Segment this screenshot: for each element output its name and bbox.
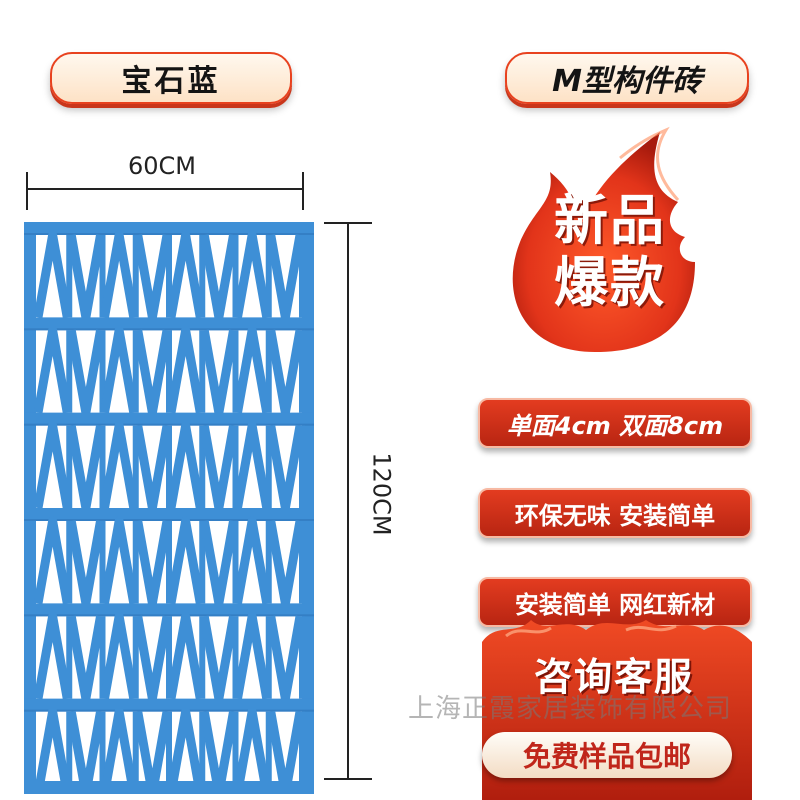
width-tick-right	[302, 172, 304, 210]
lattice-triangle-strut	[66, 710, 105, 794]
lattice-triangle-strut	[199, 234, 238, 322]
lattice-triangle-strut	[166, 230, 205, 319]
feature-tag-text: 单面4cm 双面8cm	[506, 411, 724, 440]
lattice-triangle-strut	[266, 234, 305, 322]
free-sample-text: 免费样品包邮	[522, 740, 691, 773]
lattice-triangle-strut	[233, 611, 272, 700]
color-label-pill: 宝石蓝	[50, 52, 292, 104]
lattice-triangle-strut	[100, 611, 139, 700]
lattice-horizontal-bar	[24, 222, 314, 235]
lattice-triangle-strut	[66, 615, 105, 704]
width-dimension-line	[26, 188, 304, 190]
height-dimension-line	[347, 222, 349, 780]
lattice-horizontal-bar	[24, 317, 314, 331]
lattice-triangle-strut	[100, 516, 139, 605]
lattice-triangle-strut	[166, 516, 205, 605]
lattice-bar-shadow	[24, 709, 314, 712]
color-label-text: 宝石蓝	[121, 64, 221, 99]
lattice-triangle-strut	[233, 325, 272, 414]
lattice-triangle-strut	[133, 520, 172, 608]
flame-badge-icon	[512, 126, 695, 352]
lattice-bar-shadow	[24, 423, 314, 426]
lattice-bar-shadow	[24, 614, 314, 617]
lattice-triangle-strut	[166, 707, 205, 794]
product-type-text: M型构件砖	[552, 64, 702, 99]
lattice-bar-shadow	[24, 233, 314, 235]
lattice-triangle-strut	[266, 710, 305, 794]
lattice-triangle-strut	[133, 424, 172, 513]
lattice-triangle-strut	[166, 325, 205, 414]
lattice-triangle-strut	[199, 710, 238, 794]
lattice-triangle-strut	[166, 421, 205, 509]
lattice-triangle-strut	[100, 230, 139, 319]
lattice-triangle-strut	[233, 421, 272, 509]
height-tick-top	[324, 222, 372, 224]
lattice-triangle-strut	[166, 611, 205, 700]
lattice-triangle-strut	[133, 234, 172, 322]
lattice-triangle-strut	[199, 424, 238, 513]
lattice-horizontal-bar	[24, 603, 314, 617]
free-sample-button[interactable]: 免费样品包邮	[482, 732, 732, 778]
lattice-triangle-strut	[266, 329, 305, 418]
lattice-triangle-strut	[33, 516, 72, 605]
height-label: 120CM	[367, 452, 396, 536]
feature-tag-text: 环保无味 安装简单	[514, 501, 716, 530]
lattice-bar-shadow	[24, 328, 314, 331]
lattice-triangle-strut	[33, 421, 72, 509]
lattice-triangle-strut	[233, 230, 272, 319]
company-watermark: 上海正霞家居装饰有限公司	[408, 694, 733, 724]
lattice-horizontal-bar	[24, 698, 314, 712]
lattice-triangle-strut	[266, 615, 305, 704]
lattice-triangle-strut	[233, 516, 272, 605]
lattice-triangle-strut	[133, 710, 172, 794]
lattice-triangle-strut	[33, 325, 72, 414]
lattice-triangle-strut	[33, 707, 72, 794]
lattice-bar-shadow	[24, 519, 314, 521]
lattice-triangle-strut	[233, 707, 272, 794]
lattice-triangle-strut	[100, 421, 139, 509]
lattice-triangle-strut	[33, 230, 72, 319]
lattice-triangle-strut	[66, 520, 105, 608]
lattice-horizontal-bar	[24, 508, 314, 521]
lattice-triangle-strut	[100, 325, 139, 414]
lattice-triangle-strut	[66, 234, 105, 322]
feature-tag-eco: 环保无味 安装简单	[478, 488, 752, 538]
lattice-triangle-strut	[266, 520, 305, 608]
width-label: 60CM	[128, 152, 197, 180]
new-hot-badge-text: 新品爆款	[554, 189, 666, 314]
feature-tag-thickness: 单面4cm 双面8cm	[478, 398, 752, 448]
lattice-triangle-strut	[199, 520, 238, 608]
lattice-horizontal-bar	[24, 781, 314, 794]
lattice-triangle-strut	[66, 329, 105, 418]
lattice-triangle-strut	[199, 329, 238, 418]
lattice-triangle-strut	[33, 611, 72, 700]
lattice-triangle-strut	[133, 615, 172, 704]
width-tick-left	[26, 172, 28, 210]
lattice-triangle-strut	[133, 329, 172, 418]
consult-service-text[interactable]: 咨询客服	[533, 655, 694, 699]
blue-lattice-tile-panel	[24, 222, 314, 794]
lattice-triangle-strut	[266, 424, 305, 513]
height-tick-bottom	[324, 778, 372, 780]
lattice-triangle-strut	[100, 707, 139, 794]
product-type-pill: M型构件砖	[505, 52, 749, 104]
lattice-triangle-strut	[66, 424, 105, 513]
lattice-horizontal-bar	[24, 412, 314, 426]
lattice-triangle-strut	[199, 615, 238, 704]
feature-tag-text: 安装简单 网红新材	[514, 590, 716, 619]
